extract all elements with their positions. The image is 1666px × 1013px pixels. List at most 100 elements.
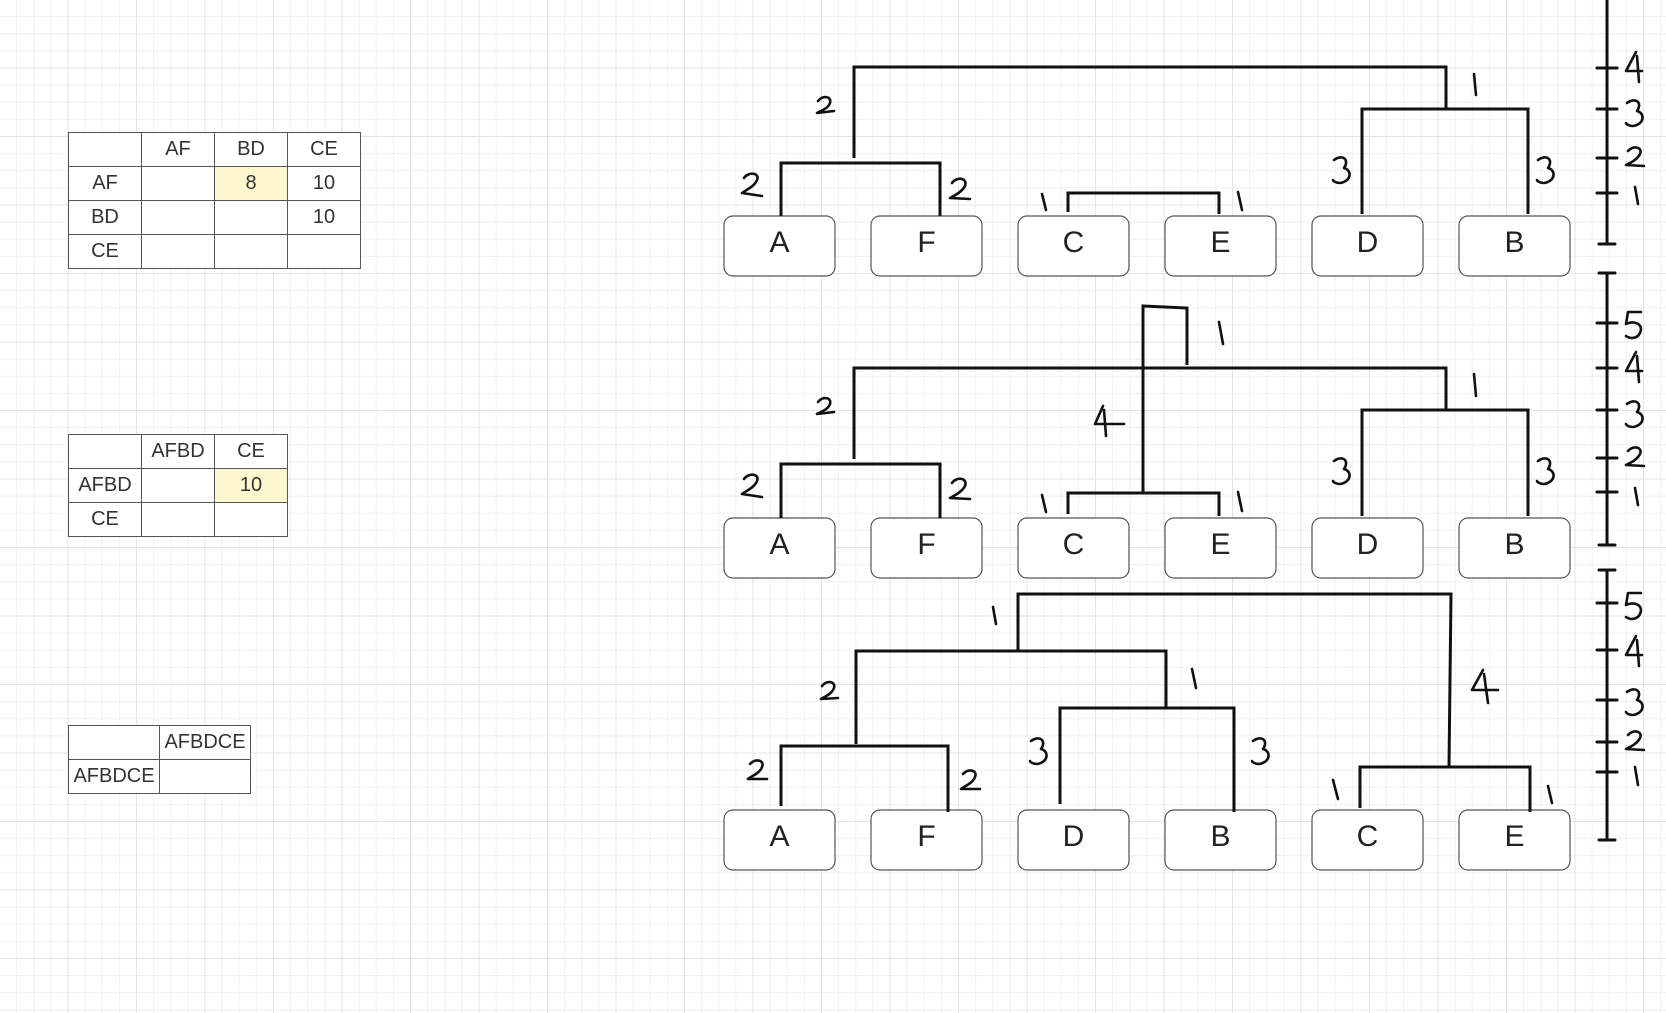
matrix-cell	[287, 234, 361, 269]
leaf-node: A	[723, 215, 836, 277]
merge-branch-db	[1360, 408, 1530, 516]
leaf-node: C	[1017, 215, 1130, 277]
merge-branch-db	[1360, 107, 1530, 214]
leaf-label: E	[1504, 820, 1524, 853]
scale-tick-5	[1624, 591, 1643, 621]
scale-tick-2	[1624, 446, 1646, 468]
leaf-node: F	[870, 215, 983, 277]
matrix-row: CE	[68, 234, 361, 269]
leaf-node: D	[1311, 215, 1424, 277]
scale-tick-5	[1624, 310, 1643, 340]
branch-length-4	[1093, 404, 1126, 438]
leaf-node: F	[870, 809, 983, 871]
merge-branch-af	[779, 161, 942, 216]
merge-branch-ce	[1066, 191, 1221, 214]
matrix-col-header: AF	[141, 132, 215, 167]
branch-length-1	[1236, 490, 1244, 513]
scale-tick-3	[1624, 688, 1644, 717]
leaf-label: D	[1357, 226, 1379, 259]
merge-branch-afdb	[854, 649, 1168, 744]
matrix-header-row: AF BD CE	[68, 132, 361, 167]
distance-matrix-3: AFBDCE AFBDCE	[68, 725, 251, 794]
leaf-label: C	[1063, 226, 1085, 259]
leaf-label: B	[1210, 820, 1230, 853]
branch-length-2	[819, 680, 840, 701]
scale-tick-2	[1624, 730, 1646, 752]
leaf-node: D	[1017, 809, 1130, 871]
leaf-label: B	[1504, 226, 1524, 259]
branch-length-2	[959, 769, 982, 791]
branch-length-2	[948, 477, 972, 501]
merge-branch-db	[1058, 706, 1236, 812]
matrix-cell: 10	[287, 166, 361, 201]
matrix-cell-highlighted: 8	[214, 166, 288, 201]
scale-tick-3	[1624, 400, 1644, 429]
leaf-label: E	[1210, 528, 1230, 561]
matrix-cell	[159, 759, 251, 794]
branch-length-2	[740, 172, 764, 198]
matrix-col-header: AFBD	[141, 434, 215, 469]
leaf-label: D	[1357, 528, 1379, 561]
leaf-node: B	[1458, 517, 1571, 579]
matrix-cell	[214, 502, 288, 537]
leaf-node: E	[1164, 517, 1277, 579]
scale-tick-1	[1633, 185, 1640, 206]
leaf-node: E	[1458, 809, 1571, 871]
matrix-row-header: BD	[68, 200, 142, 235]
distance-matrix-2: AFBD CE AFBD 10 CE	[68, 434, 288, 537]
branch-length-2	[746, 759, 769, 781]
scale-tick-4	[1624, 350, 1644, 384]
branch-length-1	[1190, 667, 1198, 690]
leaf-node: E	[1164, 215, 1277, 277]
leaf-label: A	[769, 820, 789, 853]
matrix-row: BD 10	[68, 200, 361, 235]
branch-length-1	[1217, 320, 1225, 346]
branch-length-1	[1236, 190, 1244, 212]
branch-length-3	[1331, 156, 1351, 185]
matrix-cell	[68, 132, 142, 167]
matrix-row-header: AFBD	[68, 468, 142, 503]
branch-length-3	[1250, 737, 1270, 766]
leaf-node: A	[723, 809, 836, 871]
matrix-row: CE	[68, 502, 288, 537]
merge-branch-root	[1016, 592, 1453, 768]
leaf-node: B	[1458, 215, 1571, 277]
scale-tick-2	[1624, 146, 1646, 168]
leaf-label: A	[769, 226, 789, 259]
scale-tick-4	[1624, 50, 1644, 84]
dendrogram-3: A F D B C E	[723, 592, 1571, 871]
branch-length-1	[1472, 372, 1478, 398]
branch-length-1	[991, 605, 998, 626]
leaf-nodes: A F D B C E	[723, 809, 1571, 871]
leaf-label: E	[1210, 226, 1230, 259]
leaf-label: C	[1063, 528, 1085, 561]
leaf-node: F	[870, 517, 983, 579]
matrix-row-header: CE	[68, 502, 142, 537]
branch-length-2	[815, 396, 836, 416]
matrix-row-header: AFBDCE	[68, 759, 160, 794]
merge-branch-afbd	[852, 366, 1448, 459]
distance-matrix-1: AF BD CE AF 8 10 BD 10 CE	[68, 132, 361, 269]
branch-length-1	[1331, 778, 1340, 801]
leaf-node: A	[723, 517, 836, 579]
leaf-node: C	[1017, 517, 1130, 579]
matrix-row-header: CE	[68, 234, 142, 269]
leaf-label: A	[769, 528, 789, 561]
leaf-node: D	[1311, 517, 1424, 579]
matrix-row: AFBD 10	[68, 468, 288, 503]
merge-branch-af	[779, 744, 950, 812]
branch-length-1	[1040, 493, 1048, 514]
matrix-header-row: AFBDCE	[68, 725, 251, 760]
branch-length-3	[1535, 457, 1555, 486]
branch-length-1	[1040, 192, 1048, 212]
branch-length-4	[1470, 668, 1500, 705]
branch-length-3	[1331, 457, 1351, 486]
leaf-label: B	[1504, 528, 1524, 561]
matrix-cell	[141, 234, 215, 269]
scale-tick-1	[1633, 765, 1640, 787]
merge-branch-ce	[1066, 491, 1221, 516]
merge-branch-afbd	[852, 65, 1448, 158]
matrix-row: AFBDCE	[68, 759, 251, 794]
leaf-label: D	[1063, 820, 1085, 853]
